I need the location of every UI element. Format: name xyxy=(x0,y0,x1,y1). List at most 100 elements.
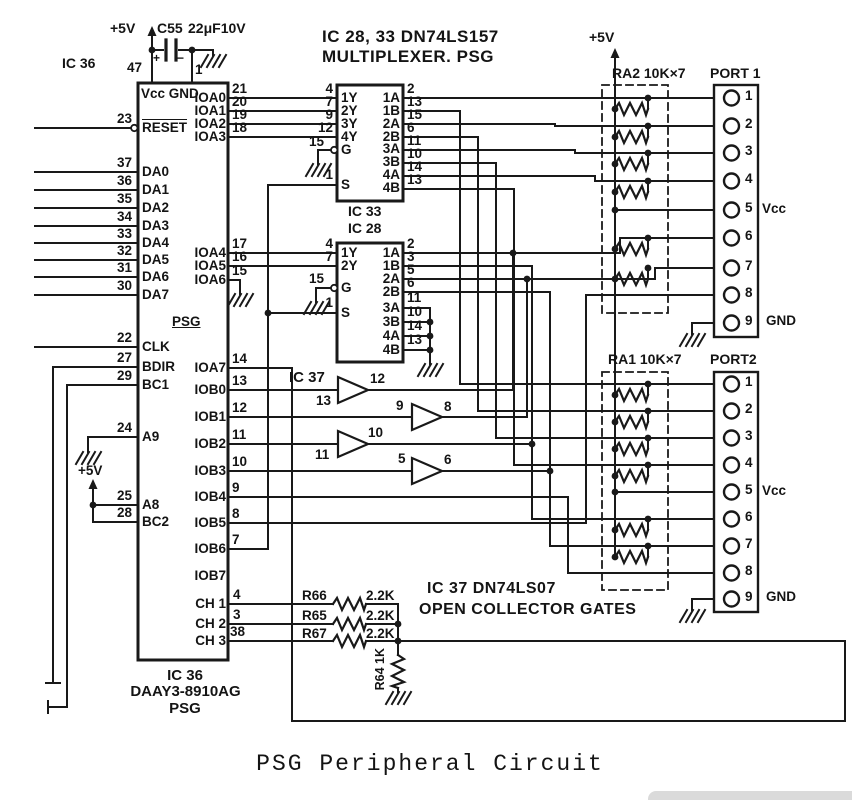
port2-label: PORT2 xyxy=(710,351,757,367)
ic33-g-label: G xyxy=(341,142,352,157)
cap-value-label: 22μF10V xyxy=(188,20,246,36)
pin-num-19: 19 xyxy=(232,107,248,122)
ic28-1a-label: 1A xyxy=(382,245,400,260)
ic33-num-2b: 6 xyxy=(407,120,415,135)
port1-pin-5: 5 xyxy=(745,200,753,215)
wire-port-gnd xyxy=(691,322,725,611)
ic28-num-3a: 11 xyxy=(407,290,422,305)
ic28-num-1y: 4 xyxy=(325,236,333,251)
ic28-num-g: 15 xyxy=(308,271,324,286)
ic33-2a-label: 2A xyxy=(382,116,400,131)
gate3-out-num: 10 xyxy=(368,425,384,440)
gate4-out-num: 6 xyxy=(444,452,452,467)
ic33-1a-label: 1A xyxy=(382,90,400,105)
ic37-caption-line2: OPEN COLLECTOR GATES xyxy=(419,601,637,618)
ic36-da4-label: DA4 xyxy=(142,235,170,250)
ic36-da1-label: DA1 xyxy=(142,182,170,197)
ic28-num-2b: 6 xyxy=(407,275,415,290)
port2-pin-8: 8 xyxy=(745,563,753,578)
ic36-bc2-label: BC2 xyxy=(142,514,170,529)
port1-pin-7: 7 xyxy=(745,258,753,273)
ra2-resistor xyxy=(613,101,650,117)
plus5v-label: +5V xyxy=(110,20,136,36)
r67-resistor xyxy=(331,633,368,649)
ra2-outline xyxy=(601,84,669,314)
figure-title: PSG Peripheral Circuit xyxy=(256,751,604,777)
ic33-num-4b: 13 xyxy=(407,172,423,187)
ic36-bc1-label: BC1 xyxy=(142,377,170,392)
ic28-4b-label: 4B xyxy=(382,342,400,357)
r67-ref-label: R67 xyxy=(302,626,327,641)
mux-header-line1: IC 28, 33 DN74LS157 xyxy=(322,27,499,46)
pin-num-18: 18 xyxy=(232,120,248,135)
r67-val-label: 2.2K xyxy=(366,626,395,641)
port2-pin-2: 2 xyxy=(745,401,753,416)
wire-ic28-left xyxy=(227,252,338,303)
ic33-num-3y: 9 xyxy=(325,107,333,122)
r65-resistor xyxy=(331,616,368,632)
port2-vcc-label: Vcc xyxy=(762,483,787,498)
ic33-num-1y: 4 xyxy=(325,81,333,96)
pin-num-24: 24 xyxy=(116,420,132,435)
ic28-num-1a: 2 xyxy=(407,236,415,251)
ic28-2y-label: 2Y xyxy=(341,258,358,273)
ic28-4a-label: 4A xyxy=(382,328,400,343)
ic37-ref-label: IC 37 xyxy=(289,369,325,386)
ic36-ch3-label: CH 3 xyxy=(195,633,226,648)
pin-num-8: 8 xyxy=(232,506,240,521)
ic36-iob4-label: IOB4 xyxy=(194,489,226,504)
ic33-1y-label: 1Y xyxy=(341,90,358,105)
ic36-ch2-label: CH 2 xyxy=(195,616,226,631)
pin-num-33: 33 xyxy=(116,226,132,241)
ic36-ioa1-label: IOA1 xyxy=(194,103,226,118)
port1-pin-2: 2 xyxy=(745,116,753,131)
pin-num-11: 11 xyxy=(232,427,247,442)
ic28-1y-label: 1Y xyxy=(341,245,358,260)
ic33-ref-label: IC 33 xyxy=(348,203,382,219)
ic36-pin47-number: 47 xyxy=(127,60,143,75)
pin-num-27: 27 xyxy=(116,350,132,365)
ic33-4a-label: 4A xyxy=(382,167,400,182)
pin-num-31: 31 xyxy=(116,260,132,275)
ic28-num-2a: 5 xyxy=(407,262,415,277)
wire-ic28-right xyxy=(402,237,725,547)
pin-num-30: 30 xyxy=(116,278,132,293)
ic33-4b-label: 4B xyxy=(382,180,400,195)
ic28-ref-label: IC 28 xyxy=(348,220,382,236)
wire-ioa0-3 xyxy=(227,97,338,138)
r65-val-label: 2.2K xyxy=(366,608,395,623)
gate3-in-num: 11 xyxy=(315,447,330,462)
pin-num-7: 7 xyxy=(232,532,240,547)
port2-pin-1: 1 xyxy=(745,374,753,389)
ic36-ioa2-label: IOA2 xyxy=(194,116,226,131)
ic36-iob6-label: IOB6 xyxy=(194,541,226,556)
ic36-iob0-label: IOB0 xyxy=(194,382,226,397)
gate1-triangle xyxy=(336,375,371,405)
ic28-1b-label: 1B xyxy=(382,258,400,273)
ic33-num-4a: 14 xyxy=(407,159,423,174)
port2-pin-circles xyxy=(722,375,741,608)
ic36-reset-label: RESET xyxy=(142,120,188,135)
pin-num-3: 3 xyxy=(233,607,241,622)
gate4-triangle xyxy=(410,456,445,486)
ic28-num-4b: 13 xyxy=(407,332,423,347)
port2-pin-5: 5 xyxy=(745,482,753,497)
aux-plus5v-label: +5V xyxy=(78,463,103,478)
ic28-num-s: 1 xyxy=(325,295,333,310)
port2-pin-9: 9 xyxy=(745,589,753,604)
port1-pin-1: 1 xyxy=(745,88,753,103)
gate2-out-num: 8 xyxy=(444,399,452,414)
ic33-1b-label: 1B xyxy=(382,103,400,118)
pin-num-17: 17 xyxy=(232,236,248,251)
ic33-2y-label: 2Y xyxy=(341,103,358,118)
port2-pin-7: 7 xyxy=(745,536,753,551)
wire-ra2-taps xyxy=(614,97,725,280)
ic36-da2-label: DA2 xyxy=(142,200,170,215)
wire-left-bus xyxy=(34,127,139,348)
ic36-iob5-label: IOB5 xyxy=(194,515,226,530)
ic36-clk-label: CLK xyxy=(142,339,170,354)
port1-pin-6: 6 xyxy=(745,228,753,243)
ic36-psg-internal-label: PSG xyxy=(172,314,201,329)
cap-plus-label: + xyxy=(153,51,161,65)
